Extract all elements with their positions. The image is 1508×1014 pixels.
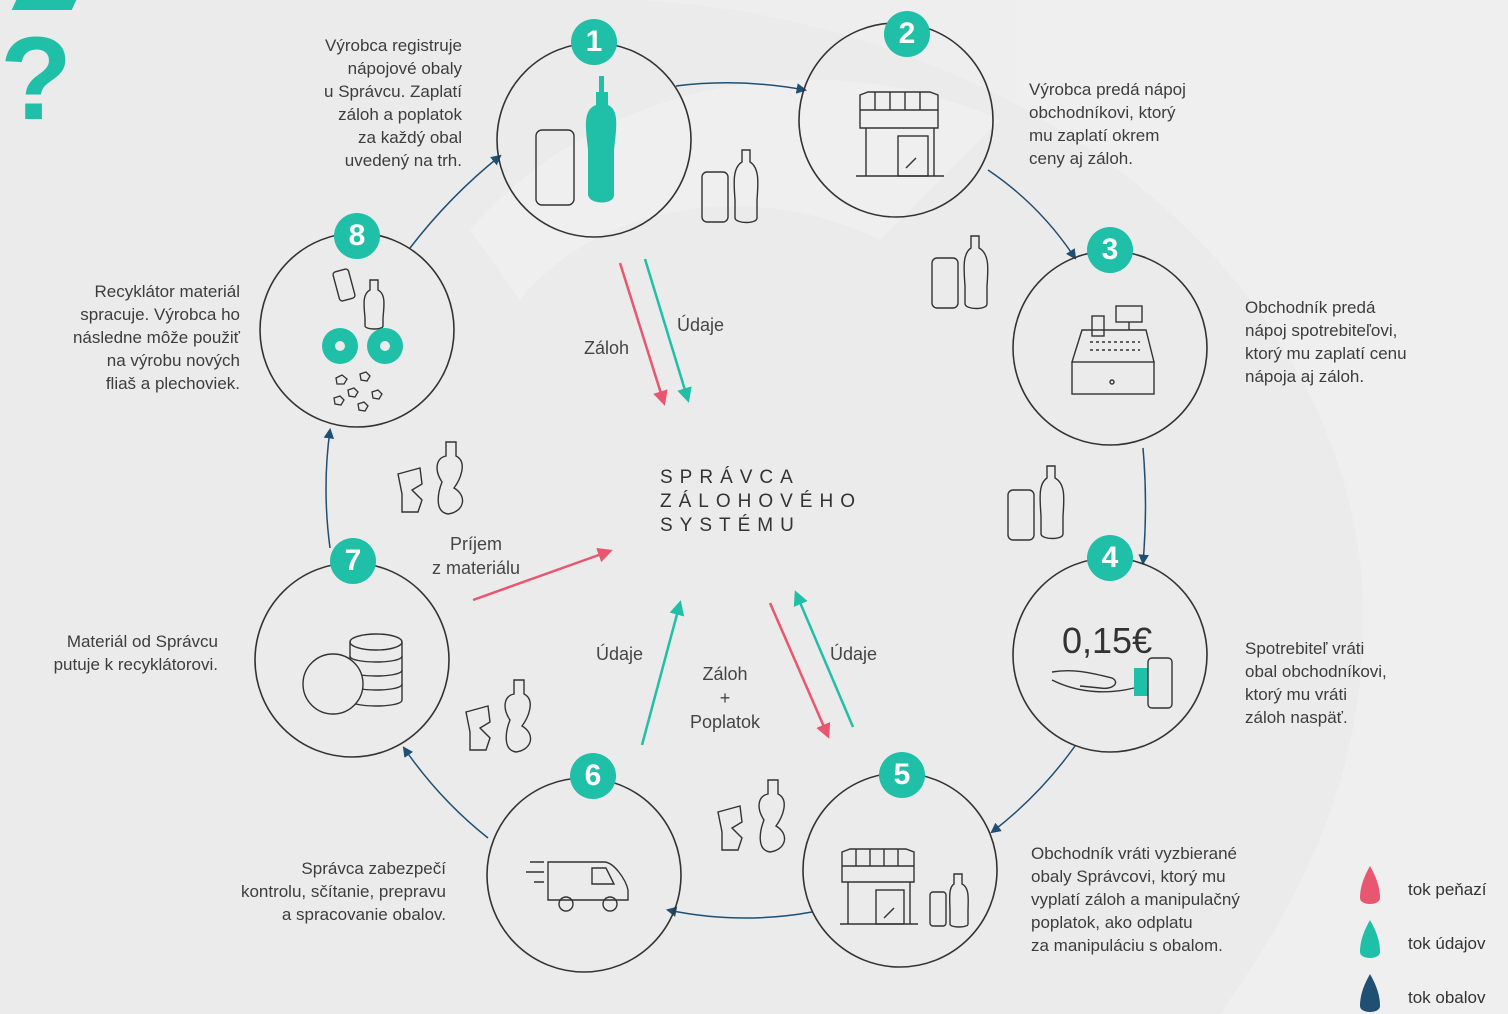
step-8-circle — [259, 232, 455, 428]
background-logo-shape — [470, 0, 1508, 1014]
package-flow-arrows — [323, 82, 1149, 919]
recycling-machine-icon — [322, 268, 403, 412]
center-title: SPRÁVCA ZÁLOHOVÉHO SYSTÉMU — [660, 467, 862, 536]
package-drop-icon — [1360, 974, 1380, 1012]
money-flow-arrows — [472, 262, 831, 739]
step-5-badge: 5 — [879, 752, 925, 798]
legend-drops — [1360, 866, 1380, 1012]
can-bottle-icon-1 — [701, 149, 759, 224]
step-8-description: Recyklátor materiál spracuje. Výrobca ho… — [72, 282, 240, 393]
step-4-badge: 4 — [1087, 535, 1133, 581]
can-and-bottle-icon — [535, 76, 617, 206]
flow-label-udaje-right: Údaje — [830, 644, 878, 664]
step-6-circle — [486, 777, 682, 973]
step-7-badge: 7 — [330, 538, 376, 584]
step-3-circle — [1012, 250, 1208, 446]
data-drop-icon — [1360, 920, 1380, 958]
step-5-circle — [802, 772, 998, 968]
can-bottle-icon-2 — [931, 235, 989, 310]
step-7-description: Materiál od Správcu putuje k recyklátoro… — [53, 632, 218, 674]
van-icon — [526, 861, 629, 912]
legend-data-label: tok údajov — [1408, 934, 1486, 953]
flow-label-prijem: Príjem z materiálu — [431, 534, 521, 578]
crushed-containers-icon-1 — [717, 779, 786, 853]
step-4-description: Spotrebiteľ vráti obal obchodníkovi, kto… — [1245, 639, 1387, 727]
coins-stack-icon — [302, 633, 403, 715]
step-2-description: Výrobca predá nápoj obchodníkovi, ktorý … — [1029, 80, 1186, 168]
shop-icon — [856, 91, 944, 177]
flow-label-zaloh-poplatok: Záloh + Poplatok — [689, 664, 761, 732]
question-mark-icon: ? — [0, 13, 73, 145]
step-3-description: Obchodník predá nápoj spotrebiteľovi, kt… — [1245, 298, 1407, 386]
flow-label-zaloh-top: Záloh — [584, 338, 630, 358]
step-8-badge: 8 — [334, 213, 380, 259]
step-1-badge: 1 — [571, 19, 617, 65]
cash-register-icon — [1071, 305, 1155, 395]
step-3-badge: 3 — [1087, 227, 1133, 273]
step-2-badge: 2 — [884, 11, 930, 57]
step-6-badge: 6 — [570, 753, 616, 799]
crushed-containers-icon-3 — [397, 441, 464, 515]
legend-package-label: tok obalov — [1408, 988, 1486, 1007]
hand-icon — [1051, 657, 1173, 709]
shop-with-bottles-icon — [840, 848, 969, 928]
decorative-teal-bar — [11, 0, 77, 10]
flow-label-udaje-left: Údaje — [596, 644, 644, 664]
crushed-containers-icon-2 — [465, 679, 532, 753]
step-1-description: Výrobca registruje nápojové obaly u Sprá… — [324, 36, 462, 170]
flow-label-udaje-top: Údaje — [677, 315, 725, 335]
step-6-description: Správca zabezpečí kontrolu, sčítanie, pr… — [240, 859, 446, 924]
can-bottle-icon-3 — [1007, 465, 1065, 541]
step-5-description: Obchodník vráti vyzbierané obaly Správco… — [1031, 844, 1240, 955]
deposit-price: 0,15€ — [1062, 620, 1153, 661]
legend-money-label: tok peňazí — [1408, 880, 1487, 899]
data-flow-arrows — [640, 258, 855, 746]
money-drop-icon — [1360, 866, 1380, 904]
